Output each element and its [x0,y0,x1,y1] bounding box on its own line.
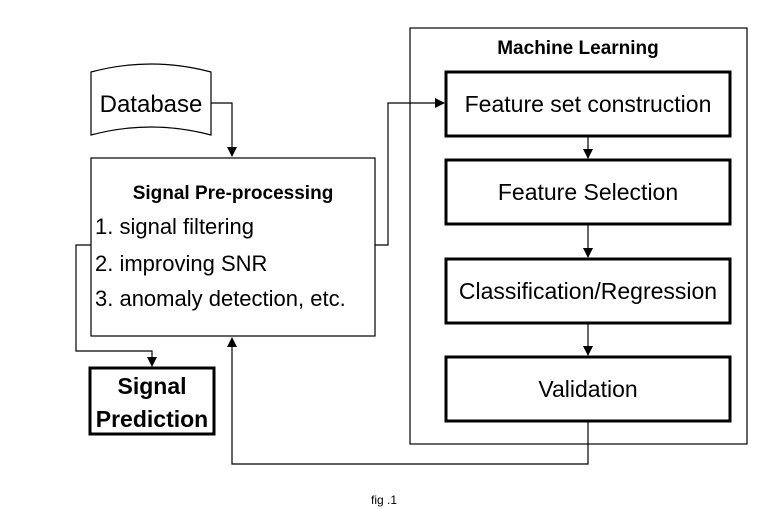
ml-group-title: Machine Learning [497,38,659,59]
validation-node: Validation [444,355,732,423]
preprocessing-title: Signal Pre-processing [133,183,334,204]
prediction-label-line1: Signal [117,373,186,399]
prediction-node: Signal Prediction [88,366,216,436]
prediction-label-line2: Prediction [96,406,208,432]
feature-construction-node: Feature set construction [444,70,732,138]
edge-preprocessing-to-feature-construction [375,98,445,246]
edge-preprocessing-to-prediction [75,244,157,367]
preprocessing-item: 3. anomaly detection, etc. [95,286,346,311]
database-node: Database [90,63,212,136]
feature-construction-label: Feature set construction [465,91,712,117]
preprocessing-node: Signal Pre-processing 1. signal filterin… [90,157,376,337]
classification-node: Classification/Regression [444,257,732,325]
feature-selection-label: Feature Selection [498,179,678,205]
classification-label: Classification/Regression [459,278,717,304]
preprocessing-item: 1. signal filtering [95,214,254,239]
edge-database-to-preprocessing [211,102,237,157]
figure-caption: fig .1 [371,493,397,507]
validation-label: Validation [538,376,637,402]
preprocessing-item: 2. improving SNR [95,251,267,276]
feature-selection-node: Feature Selection [444,158,732,226]
database-label: Database [100,91,203,118]
edge-validation-to-preprocessing [227,337,589,465]
